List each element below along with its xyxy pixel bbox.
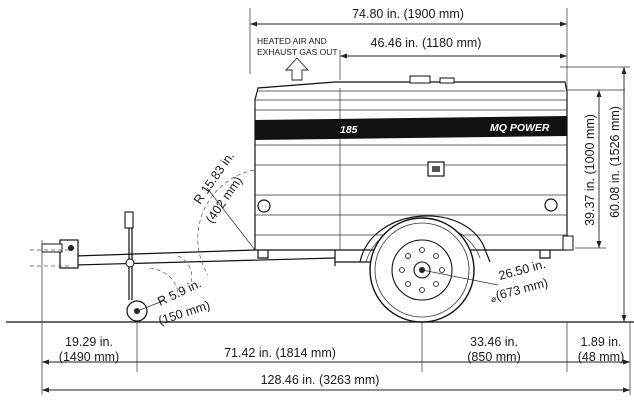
arrowhead xyxy=(560,21,567,27)
exhaust-arrow-icon xyxy=(284,57,310,81)
arrowhead xyxy=(621,315,627,322)
radius-leader xyxy=(206,187,256,251)
overall-height-label: 60.08 in. (1526 mm) xyxy=(608,106,622,218)
axle-rear-in-label: 33.46 in. xyxy=(470,335,518,349)
cabinet-height-label: 39.37 in. (1000 mm) xyxy=(583,114,597,226)
arrowhead xyxy=(560,53,567,59)
swing-radius-arc xyxy=(197,169,255,276)
brand-name-text: MQ POWER xyxy=(490,122,550,134)
model-number-text: 185 xyxy=(340,124,358,136)
arrowhead xyxy=(596,90,602,97)
diameter-symbol: ø xyxy=(491,294,496,304)
arrowhead xyxy=(340,53,347,59)
trailer-frame xyxy=(74,215,491,266)
arrowhead xyxy=(623,359,630,365)
radius-leader xyxy=(136,300,164,312)
cabinet-length-label: 46.46 in. (1180 mm) xyxy=(371,36,482,50)
tire-dia-leader xyxy=(421,269,499,286)
arrowhead xyxy=(596,241,602,248)
heated-air-label-line2: EXHAUST GAS OUT xyxy=(257,47,338,57)
arrowhead xyxy=(623,387,630,393)
tongue-length-mm-label: (1490 mm) xyxy=(59,350,119,364)
ground-clearance-mm-label: (48 mm) xyxy=(578,350,625,364)
arrowhead xyxy=(42,387,49,393)
overall-length-label: 74.80 in. (1900 mm) xyxy=(352,7,464,21)
arrowhead xyxy=(250,21,257,27)
tongue-length-in-label: 19.29 in. xyxy=(65,335,113,349)
arrowhead xyxy=(621,67,627,74)
total-length-label: 128.46 in. (3263 mm) xyxy=(261,373,380,387)
arrowhead xyxy=(42,359,49,365)
hitch-coupler xyxy=(30,239,79,269)
ground-clearance-in-label: 1.89 in. xyxy=(580,335,621,349)
heated-air-label-line1: HEATED AIR AND xyxy=(257,36,327,46)
axle-rear-mm-label: (850 mm) xyxy=(467,350,520,364)
frame-length-label: 71.42 in. (1814 mm) xyxy=(224,346,336,360)
